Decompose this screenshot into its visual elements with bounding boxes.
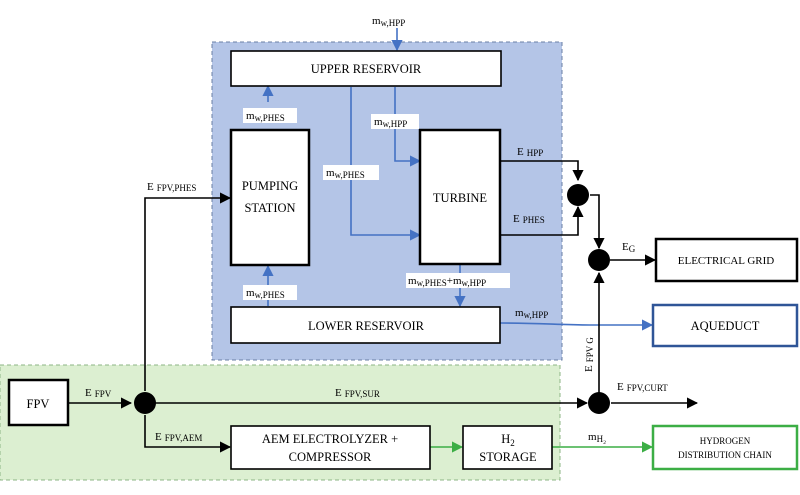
aem-label-1: AEM ELECTROLYZER + xyxy=(262,432,398,446)
label-m-h2: mH₂ xyxy=(588,431,606,444)
fpv-block xyxy=(7,378,70,427)
label-m-wphes-mid: mw,PHES xyxy=(326,167,365,180)
lower-reservoir-block xyxy=(230,306,501,344)
node-fpv-split xyxy=(134,392,156,414)
h2-storage-block xyxy=(462,425,553,470)
node-curt xyxy=(588,392,610,414)
flow-e-fpv-phes xyxy=(144,192,232,391)
label-e-g: EG xyxy=(622,241,636,254)
hydrogen-chain-label-1: HYDROGEN xyxy=(700,436,751,446)
node-grid xyxy=(588,249,610,271)
flow-upper-to-turbine-hpp xyxy=(394,87,422,167)
flow-upper-to-turbine-phes xyxy=(350,87,422,241)
hydrogen-chain-label-2: DISTRIBUTION CHAIN xyxy=(678,450,772,460)
turbine-label: TURBINE xyxy=(433,191,488,205)
label-m-sum: mw,PHES+mw,HPP xyxy=(408,275,486,288)
pumping-station-block xyxy=(229,128,311,267)
label-m-wphes-down: mw,PHES xyxy=(246,287,285,300)
aqueduct-block xyxy=(651,303,799,348)
upper-reservoir-block xyxy=(230,50,502,87)
aem-label-2: COMPRESSOR xyxy=(289,450,372,464)
lower-reservoir-label: LOWER RESERVOIR xyxy=(308,319,425,333)
label-m-whpp-mid: mw,HPP xyxy=(374,116,407,129)
energy-flows xyxy=(68,160,699,453)
flow-lower-to-aqueduct xyxy=(499,319,654,331)
fpv-label: FPV xyxy=(27,397,50,411)
aem-block xyxy=(230,425,431,470)
pumping-station-label-1: PUMPING xyxy=(242,179,298,193)
node-turbine-sum xyxy=(567,184,589,206)
label-bg-wphes-down xyxy=(243,285,297,300)
hydrogen-chain-block xyxy=(651,424,799,471)
flow-e-hpp xyxy=(500,160,584,182)
label-bg-whpp-mid xyxy=(371,114,419,129)
turbine-block xyxy=(418,128,502,266)
flow-e-fpv-aem xyxy=(144,415,232,453)
h2-storage-label-2: STORAGE xyxy=(479,450,537,464)
label-m-whpp-right: mw,HPP xyxy=(515,307,548,320)
h2-storage-label-1: H2 xyxy=(501,432,515,448)
electrical-grid-block xyxy=(654,237,799,283)
label-m-wphes-up: mw,PHES xyxy=(246,110,285,123)
label-bg-sum xyxy=(406,273,510,288)
label-bg-wphes-mid xyxy=(323,165,379,180)
electrical-grid-label: ELECTRICAL GRID xyxy=(678,255,774,267)
label-m-whpp-top: mw,HPP xyxy=(372,15,405,28)
flow-e-phes xyxy=(500,205,584,236)
flow-junction-to-node xyxy=(590,194,605,250)
aqueduct-label: AQUEDUCT xyxy=(691,319,760,333)
pumping-station-label-2: STATION xyxy=(244,201,295,215)
label-e-fpv-g: EFPV G xyxy=(583,337,595,372)
label-bg-wphes-up xyxy=(243,108,297,123)
upper-reservoir-label: UPPER RESERVOIR xyxy=(311,62,422,76)
